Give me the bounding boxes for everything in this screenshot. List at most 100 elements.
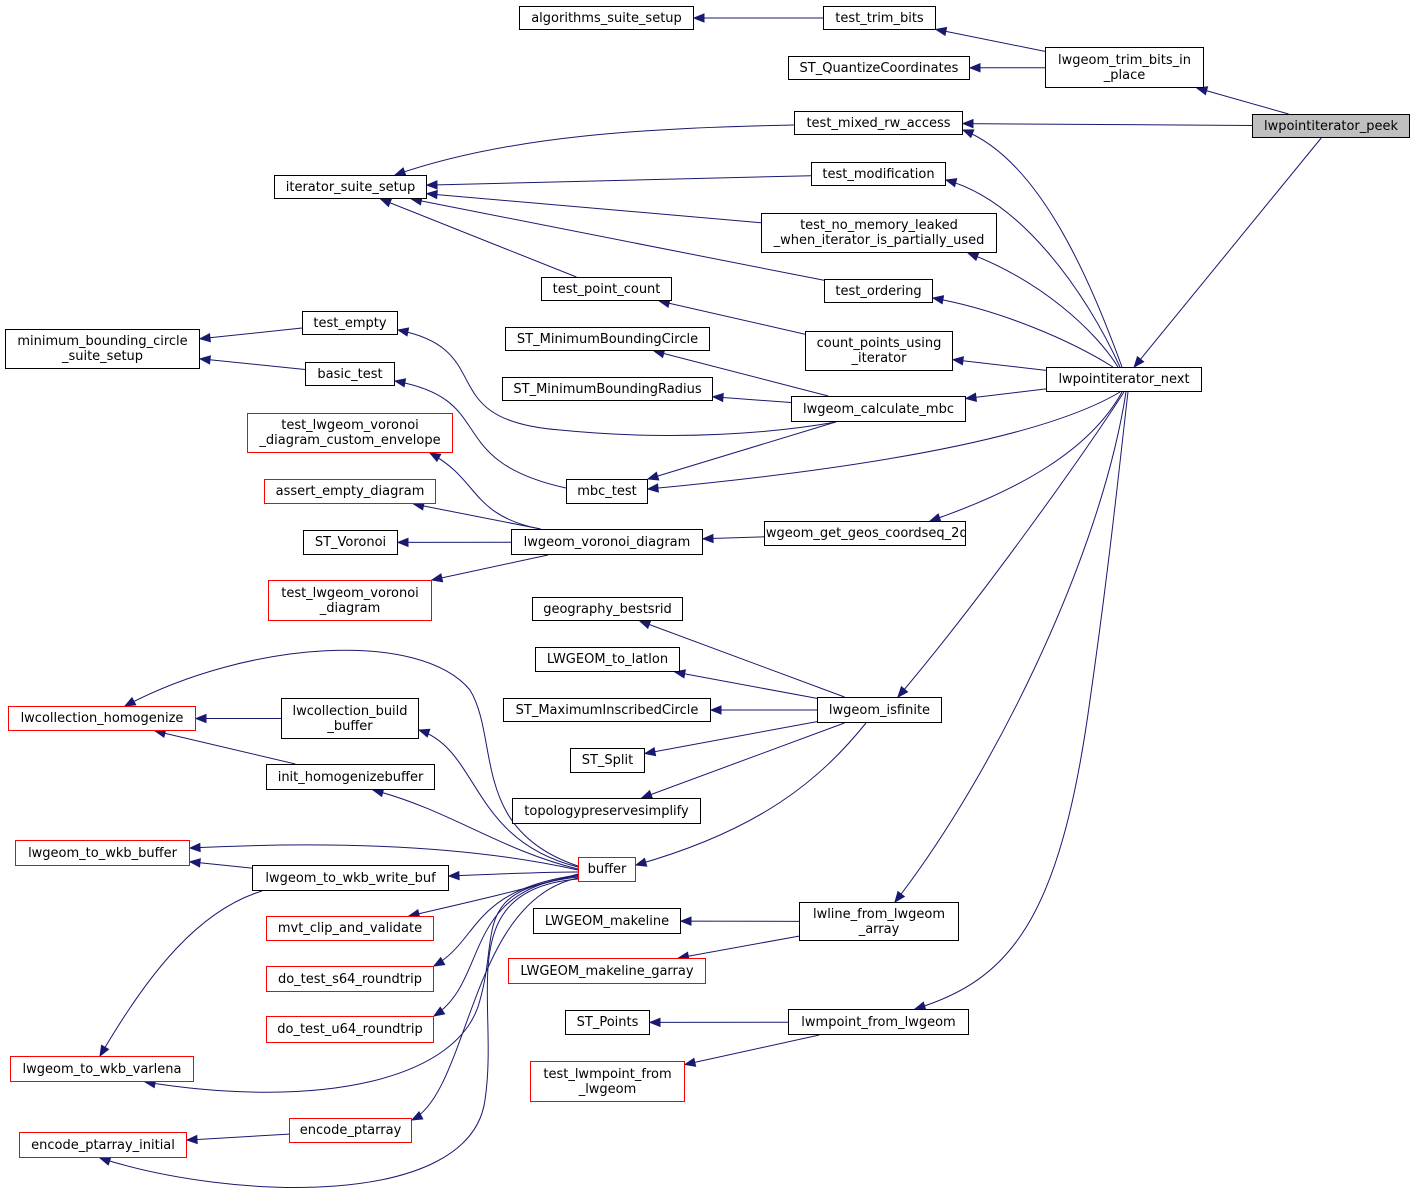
edge-buffer-to-lwgeom-isfinite bbox=[634, 722, 867, 867]
edge-line bbox=[684, 1034, 820, 1065]
edge-arrowhead bbox=[99, 1044, 110, 1058]
edge-assert-empty-diagram-to-lwgeom-voronoi-diagram bbox=[412, 501, 541, 530]
node-lwgeom-voronoi-diagram[interactable]: lwgeom_voronoi_diagram bbox=[511, 529, 703, 555]
node-st-points[interactable]: ST_Points bbox=[565, 1010, 650, 1035]
edge-lwgeom-to-wkb-buffer-to-lwgeom-to-wkb-write-buf bbox=[188, 858, 253, 869]
edge-mbc-test-to-lwpointiterator-next bbox=[646, 391, 1121, 493]
node-test-empty[interactable]: test_empty bbox=[302, 311, 398, 335]
node-lwcollection-homogenize[interactable]: lwcollection_homogenize bbox=[8, 706, 196, 731]
node-test-ordering[interactable]: test_ordering bbox=[824, 279, 933, 303]
node-label-line: lwgeom_to_wkb_varlena bbox=[22, 1061, 182, 1077]
node-label-line: ST_MinimumBoundingRadius bbox=[513, 381, 702, 397]
node-st-minimumboundingradius[interactable]: ST_MinimumBoundingRadius bbox=[502, 377, 713, 401]
edge-arrowhead bbox=[711, 392, 724, 403]
node-label-line: count_points_using bbox=[816, 336, 942, 351]
node-lwgeom-makeline[interactable]: LWGEOM_makeline bbox=[533, 908, 681, 934]
edge-arrowhead bbox=[198, 332, 211, 343]
edge-test-empty-to-lwgeom-calculate-mbc bbox=[396, 327, 837, 436]
node-label-line: buffer bbox=[587, 862, 627, 877]
edge-line bbox=[641, 722, 845, 799]
node-label-line: lwgeom_isfinite bbox=[828, 702, 931, 718]
node-iterator-suite-setup[interactable]: iterator_suite_setup bbox=[274, 175, 427, 199]
node-init-homogenizebuffer[interactable]: init_homogenizebuffer bbox=[266, 764, 435, 790]
edge-line bbox=[199, 358, 306, 370]
node-lwpointiterator-next[interactable]: lwpointiterator_next bbox=[1046, 367, 1202, 392]
edge-arrowhead bbox=[692, 13, 705, 23]
node-label-line: _lwgeom bbox=[578, 1081, 637, 1097]
edge-line bbox=[426, 193, 762, 224]
edge-encode-ptarray-initial-to-encode-ptarray bbox=[185, 1133, 290, 1145]
node-st-minimumboundingcircle[interactable]: ST_MinimumBoundingCircle bbox=[505, 327, 710, 351]
edge-line bbox=[967, 252, 1119, 368]
node-test-modification[interactable]: test_modification bbox=[811, 162, 946, 186]
edge-iterator-suite-setup-to-test-mixed-rw-access bbox=[393, 124, 795, 177]
edge-arrowhead bbox=[646, 483, 659, 493]
node-test-no-memory-leaked[interactable]: test_no_memory_leaked_when_iterator_is_p… bbox=[761, 213, 997, 253]
node-lwgeom-to-wkb-write-buf[interactable]: lwgeom_to_wkb_write_buf bbox=[252, 865, 449, 891]
node-test-lwgeom-voronoi-diagram-custom-envelope[interactable]: test_lwgeom_voronoi_diagram_custom_envel… bbox=[247, 413, 453, 453]
node-test-lwgeom-voronoi-diagram[interactable]: test_lwgeom_voronoi_diagram bbox=[268, 580, 432, 621]
node-count-points-using-iterator[interactable]: count_points_using_iterator bbox=[805, 331, 953, 371]
node-label-line: algorithms_suite_setup bbox=[531, 10, 682, 26]
node-encode-ptarray[interactable]: encode_ptarray bbox=[289, 1118, 412, 1143]
node-test-trim-bits[interactable]: test_trim_bits bbox=[823, 6, 936, 30]
edge-st-quantizecoordinates-to-lwgeom-trim-bits-in-place bbox=[968, 63, 1046, 73]
edge-count-points-using-iterator-to-lwpointiterator-next bbox=[951, 356, 1047, 371]
node-label-line: encode_ptarray_initial bbox=[31, 1137, 175, 1153]
edge-line bbox=[199, 327, 303, 340]
node-mbc-test[interactable]: mbc_test bbox=[566, 479, 648, 504]
edge-arrowhead bbox=[396, 327, 410, 337]
node-label-line: lwgeom_get_geos_coordseq_2d bbox=[764, 526, 966, 541]
node-lwgeom-isfinite[interactable]: lwgeom_isfinite bbox=[817, 697, 942, 723]
node-test-mixed-rw-access[interactable]: test_mixed_rw_access bbox=[794, 111, 963, 135]
node-lwgeom-to-wkb-varlena[interactable]: lwgeom_to_wkb_varlena bbox=[10, 1056, 194, 1082]
node-mvt-clip-and-validate[interactable]: mvt_clip_and_validate bbox=[266, 916, 434, 941]
node-lwmpoint-from-lwgeom[interactable]: lwmpoint_from_lwgeom bbox=[788, 1009, 969, 1035]
edge-arrowhead bbox=[679, 916, 692, 926]
edge-arrowhead bbox=[185, 1134, 198, 1145]
node-st-split[interactable]: ST_Split bbox=[570, 748, 645, 773]
node-assert-empty-diagram[interactable]: assert_empty_diagram bbox=[264, 479, 436, 504]
node-label-line: ST_MaximumInscribedCircle bbox=[515, 702, 699, 718]
node-label-line: topologypreservesimplify bbox=[524, 803, 689, 819]
node-lwgeom-makeline-garray[interactable]: LWGEOM_makeline_garray bbox=[508, 958, 706, 984]
node-algorithms-suite-setup[interactable]: algorithms_suite_setup bbox=[519, 6, 694, 30]
edge-test-lwgeom-voronoi-diagram-custom-envelope-to-lwgeom-voronoi-diagram bbox=[428, 452, 541, 530]
edge-line bbox=[935, 28, 1046, 52]
node-encode-ptarray-initial[interactable]: encode_ptarray_initial bbox=[19, 1132, 187, 1158]
node-do-test-u64-roundtrip[interactable]: do_test_u64_roundtrip bbox=[266, 1016, 434, 1043]
node-minimum-bounding-circle-suite-setup[interactable]: minimum_bounding_circle_suite_setup bbox=[5, 329, 200, 369]
edge-st-minimumboundingradius-to-lwgeom-calculate-mbc bbox=[711, 392, 792, 403]
node-lwgeom-calculate-mbc[interactable]: lwgeom_calculate_mbc bbox=[791, 396, 966, 422]
node-label-line: lwgeom_to_wkb_write_buf bbox=[265, 870, 436, 886]
edge-lwgeom-to-wkb-varlena-to-lwgeom-to-wkb-write-buf bbox=[99, 890, 263, 1058]
node-label-line: do_test_s64_roundtrip bbox=[277, 971, 423, 987]
node-lwline-from-lwgeom-array[interactable]: lwline_from_lwgeom_array bbox=[799, 902, 959, 941]
edge-lwgeom-makeline-garray-to-lwline-from-lwgeom-array bbox=[677, 935, 800, 961]
edge-test-mixed-rw-access-to-lwpointiterator-next bbox=[961, 129, 1123, 368]
node-do-test-s64-roundtrip[interactable]: do_test_s64_roundtrip bbox=[266, 966, 434, 992]
node-st-quantizecoordinates[interactable]: ST_QuantizeCoordinates bbox=[788, 56, 970, 80]
edge-lwpointiterator-next-to-lwpointiterator-peek bbox=[1133, 137, 1322, 369]
node-label-line: iterator_suite_setup bbox=[285, 179, 416, 195]
node-lwcollection-build-buffer[interactable]: lwcollection_build_buffer bbox=[281, 698, 419, 739]
node-lwgeom-to-latlon[interactable]: LWGEOM_to_latlon bbox=[535, 647, 680, 672]
node-lwgeom-to-wkb-buffer[interactable]: lwgeom_to_wkb_buffer bbox=[15, 840, 190, 866]
node-st-voronoi[interactable]: ST_Voronoi bbox=[303, 530, 398, 555]
edge-arrowhead bbox=[646, 471, 660, 481]
node-lwgeom-trim-bits-in-place[interactable]: lwgeom_trim_bits_in_place bbox=[1045, 47, 1204, 88]
node-test-point-count[interactable]: test_point_count bbox=[541, 277, 672, 301]
edge-line bbox=[397, 329, 837, 436]
edge-lwgeom-makeline-to-lwline-from-lwgeom-array bbox=[679, 916, 800, 926]
node-label-line: _when_iterator_is_partially_used bbox=[773, 233, 985, 248]
node-test-lwmpoint-from-lwgeom[interactable]: test_lwmpoint_from_lwgeom bbox=[530, 1061, 685, 1102]
node-geography-bestsrid[interactable]: geography_bestsrid bbox=[532, 597, 683, 621]
node-lwgeom-get-geos-coordseq-2d[interactable]: lwgeom_get_geos_coordseq_2d bbox=[764, 521, 966, 546]
node-basic-test[interactable]: basic_test bbox=[305, 362, 395, 386]
edge-algorithms-suite-setup-to-test-trim-bits bbox=[692, 13, 823, 23]
node-buffer[interactable]: buffer bbox=[578, 857, 636, 882]
edge-arrowhead bbox=[447, 870, 460, 881]
edge-line bbox=[653, 350, 829, 397]
node-st-maximuminscribedcircle[interactable]: ST_MaximumInscribedCircle bbox=[503, 698, 711, 722]
node-topologypreservesimplify[interactable]: topologypreservesimplify bbox=[512, 798, 701, 824]
